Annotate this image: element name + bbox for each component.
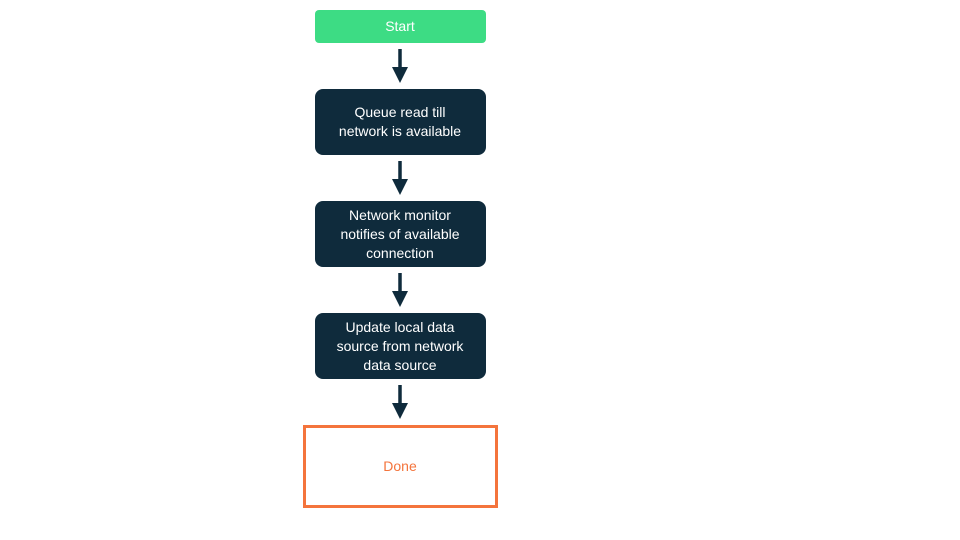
arrow-down-icon	[392, 49, 408, 83]
flow-node-network-monitor: Network monitor notifies of available co…	[314, 201, 486, 267]
flow-node-queue-read: Queue read till network is available	[314, 89, 486, 155]
flow-node-start: Start	[314, 10, 486, 43]
arrow-down-icon	[392, 385, 408, 419]
flowchart-column: Start Queue read till network is availab…	[302, 10, 498, 508]
arrow-down-icon	[392, 161, 408, 195]
arrow-down-icon	[392, 273, 408, 307]
flow-node-done: Done	[302, 425, 498, 508]
flow-node-update-local-data: Update local data source from network da…	[314, 313, 486, 379]
